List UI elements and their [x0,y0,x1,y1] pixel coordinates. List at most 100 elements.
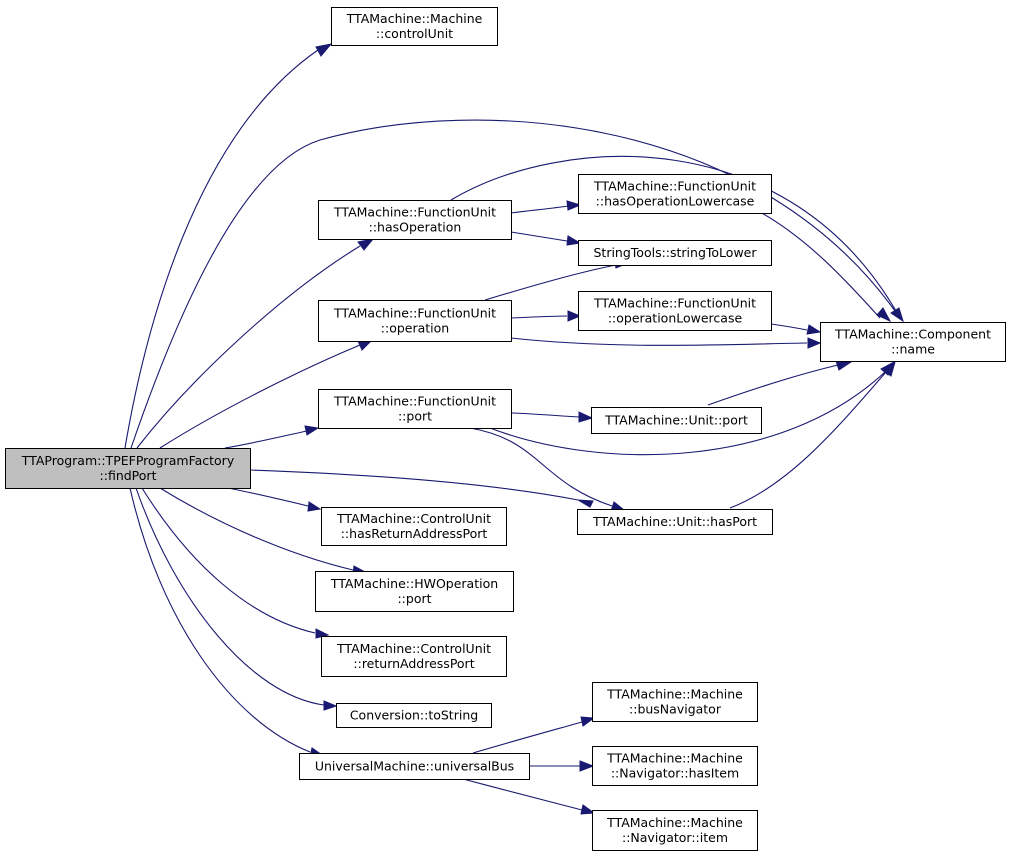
arrowhead-operation [357,340,373,351]
edge-fuport-to-unithasport [469,427,613,507]
node-fu-has-operation[interactable]: TTAMachine::FunctionUnit::hasOperation [318,200,512,240]
edge-findport-to-universalbus [129,487,311,753]
node-conversion-tostring[interactable]: Conversion::toString [336,703,492,728]
arrowhead-stringtolower [566,235,582,246]
arrowhead-componentname-from-operation [807,337,822,349]
arrowhead-componentname-top [890,307,904,323]
node-fu-op-lower[interactable]: TTAMachine::FunctionUnit::operationLower… [578,291,772,331]
node-box [592,682,758,722]
node-label-line: ::findPort [100,468,157,483]
node-nav-has-item[interactable]: TTAMachine::Machine::Navigator::hasItem [592,746,758,786]
node-box [591,407,762,434]
node-label-line: TTAMachine::FunctionUnit [333,394,496,409]
node-cu-has-ra-port[interactable]: TTAMachine::ControlUnit::hasReturnAddres… [321,507,507,546]
arrowhead-hasreturnaddressport [307,501,322,512]
node-label-line: ::port [398,409,432,424]
node-label-line: ::controlUnit [376,26,453,41]
node-label-line: ::hasReturnAddressPort [341,526,488,541]
node-label-line: TTAProgram::TPEFProgramFactory [21,453,235,468]
node-box [592,810,758,851]
arrowhead-tostring [323,700,338,711]
node-box [331,7,498,46]
node-find-port[interactable]: TTAProgram::TPEFProgramFactory::findPort [5,448,251,489]
edges-layer [124,49,901,811]
node-label-line: TTAMachine::Unit::port [604,413,748,428]
node-cu-ra-port[interactable]: TTAMachine::ControlUnit::returnAddressPo… [321,636,507,677]
edge-findport-to-unithasport [249,469,579,501]
node-box [299,753,530,780]
node-label-line: TTAMachine::Machine [606,815,743,830]
edge-hasoperation-to-stringtolower [510,231,568,242]
arrowhead-unithasport-from-root [577,499,594,508]
node-box [592,746,758,786]
arrowhead-controlunit [315,43,333,57]
node-label-line: ::hasOperationLowercase [596,194,755,209]
edge-findport-to-hasoperation [136,245,361,449]
node-bus-navigator[interactable]: TTAMachine::Machine::busNavigator [592,682,758,722]
edge-unitport-to-componentname [707,364,839,406]
edge-operation-to-componentname [510,337,808,346]
node-universal-bus[interactable]: UniversalMachine::universalBus [299,753,530,780]
edge-findport-to-fuport [224,430,308,449]
node-fu-has-op-lower[interactable]: TTAMachine::FunctionUnit::hasOperationLo… [578,174,772,214]
node-string-to-lower[interactable]: StringTools::stringToLower [578,240,772,266]
node-box [578,240,772,266]
node-label-line: TTAMachine::Unit::hasPort [592,514,757,529]
arrowhead-unitport [578,411,594,423]
node-component-name[interactable]: TTAMachine::Component::name [820,322,1006,362]
arrowhead-operationlowercase [567,310,582,322]
node-label-line: TTAMachine::ControlUnit [336,511,491,526]
node-label-line: ::Navigator::item [622,830,728,845]
arrowhead-componentname-hasoplower [876,307,892,323]
node-label-line: ::operation [381,321,449,336]
edge-operation-to-stringtolower [484,264,617,301]
arrowhead-fuport [304,425,320,436]
node-box [318,389,512,429]
edge-findport-to-hwoperationport [159,487,354,571]
node-nav-item[interactable]: TTAMachine::Machine::Navigator::item [592,810,758,851]
edge-universalbus-to-item [462,778,583,811]
arrowhead-componentname-from-oplower [806,324,822,335]
edge-findport-to-tostring [135,487,325,706]
node-label-line: TTAMachine::Machine [346,11,483,26]
node-label-line: TTAMachine::Machine [606,751,743,766]
node-label-line: Conversion::toString [350,708,478,723]
node-unit-has-port[interactable]: TTAMachine::Unit::hasPort [577,509,773,535]
node-label-line: TTAMachine::ControlUnit [336,641,491,656]
node-label-line: TTAMachine::Machine [606,687,743,702]
arrowhead-item [580,804,596,815]
node-box [318,300,512,342]
arrowhead-hasoperation [357,238,375,251]
node-box [315,571,514,612]
node-fu-operation[interactable]: TTAMachine::FunctionUnit::operation [318,300,512,342]
edge-hasoperation-to-hasoperationlowercase [510,205,569,214]
node-label-line: TTAMachine::FunctionUnit [593,296,756,311]
node-fu-port[interactable]: TTAMachine::FunctionUnit::port [318,389,512,429]
edge-hasoperationlowercase-to-componentname [759,211,881,319]
node-label-line: ::busNavigator [629,702,722,717]
node-label-line: TTAMachine::FunctionUnit [593,179,756,194]
node-label-line: TTAMachine::FunctionUnit [333,306,496,321]
node-label-line: TTAMachine::Component [834,327,991,342]
arrowhead-componentname-from-unitport [835,360,853,371]
node-label-line: TTAMachine::HWOperation [330,576,498,591]
edge-findport-to-operation [159,344,361,449]
edge-findport-to-controlunit [124,49,319,449]
node-label-line: ::operationLowercase [608,311,743,326]
node-box [5,448,251,489]
node-label-line: UniversalMachine::universalBus [315,759,514,774]
arrowhead-hasitem [579,760,595,772]
node-hwop-port[interactable]: TTAMachine::HWOperation::port [315,571,514,612]
arrowheads-layer [304,43,904,815]
edge-operationlowercase-to-componentname [770,323,808,331]
node-box [577,509,773,535]
node-label-line: ::name [891,342,935,357]
node-box [318,200,512,240]
node-label-line: ::hasOperation [369,220,462,235]
node-control-unit-get[interactable]: TTAMachine::Machine::controlUnit [331,7,498,46]
node-label-line: ::port [397,591,431,606]
node-label-line: ::Navigator::hasItem [611,766,739,781]
node-unit-port[interactable]: TTAMachine::Unit::port [591,407,762,434]
node-box [321,636,507,677]
